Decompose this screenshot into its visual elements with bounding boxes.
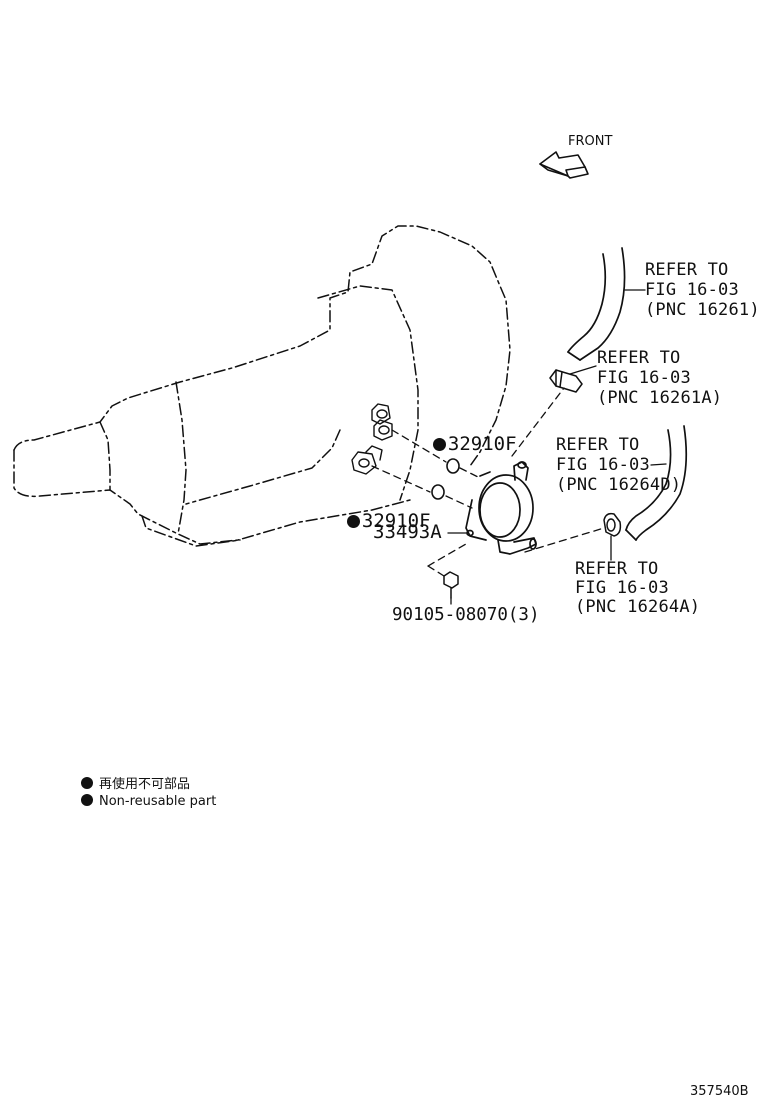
callout-seal-lower: 32910F xyxy=(324,488,431,532)
bolt-icon xyxy=(444,572,458,598)
non-reusable-dot-icon xyxy=(346,515,360,528)
transmission-ports xyxy=(352,404,392,474)
label-leaders xyxy=(448,290,666,604)
callout-seal-upper-text: 32910F xyxy=(447,433,517,455)
oil-cooler-icon xyxy=(466,462,536,554)
assembly-lines xyxy=(372,388,604,576)
front-arrow-icon xyxy=(540,152,588,178)
refer-16261-line3: (PNC 16261) xyxy=(645,300,760,320)
refer-16261-line1: REFER TO xyxy=(645,260,729,280)
o-ring-lower-icon xyxy=(432,485,444,499)
callout-cooler: 33493A xyxy=(373,521,442,543)
non-reusable-dot-icon xyxy=(81,777,93,789)
refer-16264a-line1: REFER TO xyxy=(575,559,659,579)
o-ring-upper-icon xyxy=(447,459,459,473)
clamp-16261a-icon xyxy=(550,370,582,392)
hose-16264d-icon xyxy=(626,426,686,540)
refer-16264a-line3: (PNC 16264A) xyxy=(575,597,701,617)
legend-text-jp: 再使用不可部品 xyxy=(99,777,191,792)
legend-item-jp: 再使用不可部品 xyxy=(81,773,190,792)
refer-16261-line2: FIG 16-03 xyxy=(645,280,739,300)
callout-seal-upper: 32910F xyxy=(410,411,517,455)
non-reusable-dot-icon xyxy=(432,438,446,451)
non-reusable-dot-icon xyxy=(81,794,93,806)
refer-16261a-line2: FIG 16-03 xyxy=(597,368,691,388)
refer-16264a-line2: FIG 16-03 xyxy=(575,578,669,598)
callout-seal-lower-text: 32910F xyxy=(361,510,431,532)
refer-16261a-line1: REFER TO xyxy=(597,348,681,368)
transmission-outline xyxy=(14,226,510,546)
refer-16261a-line3: (PNC 16261A) xyxy=(597,388,723,408)
refer-16264d-line2: FIG 16-03 xyxy=(556,455,650,475)
legend-item-en: Non-reusable part xyxy=(81,794,216,809)
figure-id: 357540B xyxy=(690,1084,749,1099)
hose-16261-icon xyxy=(568,248,625,360)
front-label: FRONT xyxy=(568,134,613,149)
clamp-16264a-icon xyxy=(604,514,620,536)
callout-bolt: 90105-08070(3) xyxy=(392,605,540,625)
legend-text-en: Non-reusable part xyxy=(99,794,217,809)
refer-16264d-line1: REFER TO xyxy=(556,435,640,455)
refer-16264d-line3: (PNC 16264D) xyxy=(556,475,682,495)
